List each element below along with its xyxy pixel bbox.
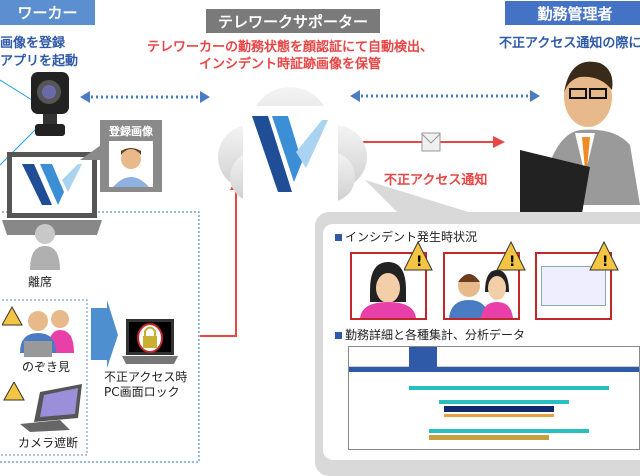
- teleworker-desc-1: 画像を登録: [0, 36, 66, 51]
- away-label: 離席: [28, 275, 53, 289]
- callout-pointer: [365, 180, 475, 220]
- supporter-header: テレワークサポーター: [206, 9, 380, 33]
- warning-icons: ! ! !: [404, 240, 619, 271]
- registered-image-box: 登録画像: [100, 120, 162, 192]
- svg-text:!: !: [602, 254, 608, 270]
- lock-label-2: PC画面ロック: [104, 385, 180, 399]
- cloud-icon: [218, 87, 367, 202]
- lock-label-1: 不正アクセス時: [104, 370, 188, 384]
- incident-photo-1: [350, 252, 427, 320]
- teleworker-header: ワーカー: [0, 0, 95, 25]
- camera-block-label: カメラ遮断: [18, 436, 79, 450]
- supporter-desc-2: インシデント時証跡画像を保管: [198, 57, 381, 72]
- speech-pointer: [80, 140, 108, 160]
- peeking-label: のぞき見: [22, 360, 71, 374]
- envelope-icon: [421, 132, 441, 152]
- notification-label: 不正アクセス通知: [384, 173, 488, 188]
- svg-text:!: !: [416, 254, 422, 270]
- camera-block-icon: [3, 382, 82, 432]
- registered-image-label: 登録画像: [109, 125, 153, 138]
- registered-face-avatar: [109, 141, 153, 187]
- teleworker-laptop-icon: [2, 152, 102, 235]
- section-analytics: 勤務詳細と各種集計、分析データ: [335, 326, 525, 343]
- manager-avatar: [520, 61, 640, 225]
- svg-text:!: !: [509, 254, 515, 270]
- peeking-icon: [2, 305, 74, 357]
- away-avatar-icon: [30, 224, 60, 270]
- teleworker-desc-2: アプリを起動: [0, 54, 79, 69]
- locked-laptop-icon: [122, 319, 178, 364]
- manager-desc: 不正アクセス通知の際に: [499, 36, 640, 51]
- manager-header: 勤務管理者: [505, 1, 640, 25]
- webcam-icon: [31, 72, 69, 136]
- dashboard-screenshot: [348, 346, 640, 450]
- section-incident: インシデント発生時状況: [335, 228, 477, 245]
- supporter-desc-1: テレワーカーの勤務状態を顔認証にて自動検出、: [146, 40, 433, 55]
